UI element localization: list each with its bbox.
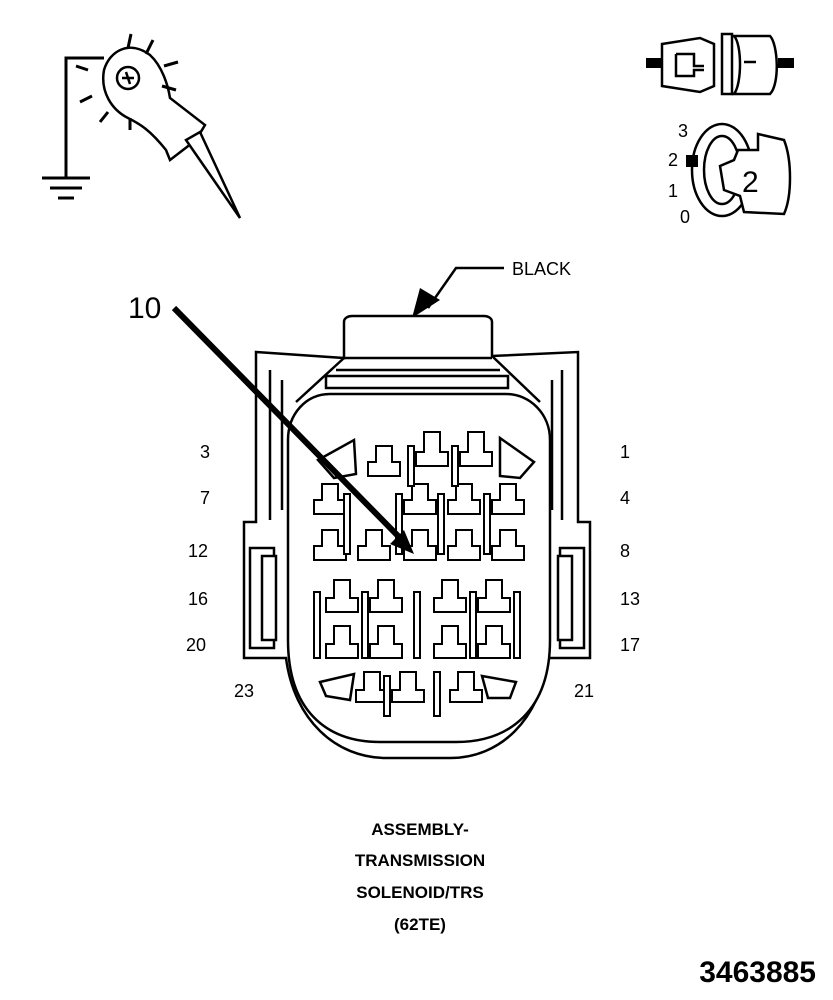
key-position-3: 3 [678, 121, 688, 141]
color-callout: BLACK [412, 259, 571, 318]
ignition-key-icon: 3 2 1 0 2 [668, 121, 792, 227]
pin-labels-right: 1 4 8 13 17 21 [574, 442, 640, 701]
key-position-1: 1 [668, 181, 678, 201]
pin-label-8: 8 [620, 541, 630, 561]
caption-line-3: SOLENOID/TRS [356, 883, 484, 902]
pin-label-1: 1 [620, 442, 630, 462]
pin-label-16: 16 [188, 589, 208, 609]
color-callout-label: BLACK [512, 259, 571, 279]
key-position-0: 0 [680, 207, 690, 227]
pin-label-13: 13 [620, 589, 640, 609]
test-light-probe-icon [42, 33, 242, 219]
pin-label-3: 3 [200, 442, 210, 462]
pin-label-12: 12 [188, 541, 208, 561]
key-selected-position: 2 [742, 166, 759, 199]
pin-label-21: 21 [574, 681, 594, 701]
pin-label-7: 7 [200, 488, 210, 508]
pin-label-4: 4 [620, 488, 630, 508]
pin-label-23: 23 [234, 681, 254, 701]
pin-label-17: 17 [620, 635, 640, 655]
pin-label-20: 20 [186, 635, 206, 655]
caption-line-1: ASSEMBLY- [371, 820, 469, 839]
connector-caption: ASSEMBLY- TRANSMISSION SOLENOID/TRS (62T… [355, 820, 485, 934]
pin-callout-arrow: 10 [128, 292, 414, 554]
key-position-2: 2 [668, 150, 678, 170]
pin-labels-left: 3 7 12 16 20 23 [186, 442, 254, 701]
pin-callout-label: 10 [128, 292, 161, 325]
connector-terminals [313, 431, 525, 717]
caption-line-2: TRANSMISSION [355, 851, 485, 870]
figure-number: 3463885 [699, 956, 816, 989]
disconnected-connector-icon [646, 32, 794, 96]
caption-line-4: (62TE) [394, 915, 446, 934]
